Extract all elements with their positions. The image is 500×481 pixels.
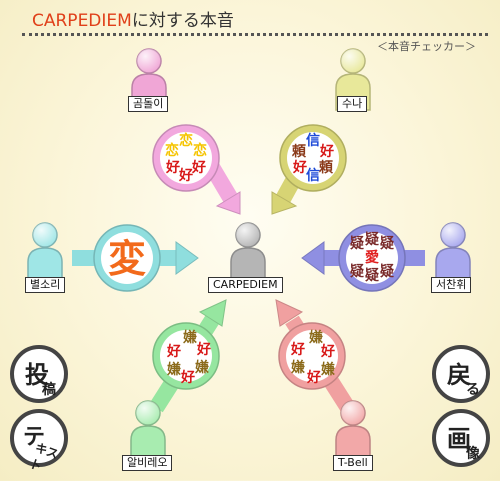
feeling-word: 嫌 bbox=[167, 361, 181, 378]
feeling-word: 疑 bbox=[365, 232, 379, 248]
person-left-body bbox=[27, 247, 63, 285]
feeling-word: 疑 bbox=[365, 268, 379, 284]
feeling-word: 疑 bbox=[380, 236, 394, 252]
back-button-sub: る bbox=[466, 382, 480, 398]
feeling-word: 嫌 bbox=[309, 329, 323, 346]
feeling-badge-bottom-left: 嫌好好嫌嫌好 bbox=[152, 322, 220, 390]
feeling-word: 恋 bbox=[165, 142, 179, 159]
feeling-word: 疑 bbox=[350, 236, 364, 252]
person-right-body bbox=[435, 247, 471, 285]
image-button-main: 画 bbox=[447, 425, 471, 453]
feeling-badge-top-right: 信好頼好頼信 bbox=[279, 124, 347, 192]
feeling-word: 好 bbox=[191, 159, 206, 176]
feeling-word: 頼 bbox=[292, 143, 307, 160]
feeling-word: 恋 bbox=[193, 142, 207, 159]
feeling-badge-left: 変 bbox=[93, 224, 161, 292]
person-center-body bbox=[230, 247, 266, 285]
page-title: CARPEDIEMに対する本音 bbox=[32, 6, 234, 31]
person-bottom-right-body bbox=[335, 425, 371, 463]
title-brand: CARPEDIEM bbox=[32, 11, 132, 31]
person-icon-bottom-right bbox=[335, 400, 371, 463]
user-label-bottom-right[interactable]: T-Bell bbox=[333, 455, 373, 471]
text-button[interactable]: テ キスト bbox=[10, 409, 68, 474]
post-button-sub: 稿 bbox=[42, 382, 56, 398]
feeling-word: 好 bbox=[166, 343, 181, 360]
feeling-word-big: 変 bbox=[108, 237, 146, 281]
feeling-word: 好 bbox=[306, 369, 321, 386]
image-button-sub: 像 bbox=[466, 446, 480, 462]
user-label-top-left[interactable]: 곰돌이 bbox=[128, 96, 169, 112]
feeling-word: 嫌 bbox=[183, 329, 197, 346]
post-button[interactable]: 投 稿 bbox=[10, 345, 68, 403]
feeling-word: 好 bbox=[292, 159, 307, 176]
back-button-main: 戻 bbox=[447, 361, 471, 389]
back-button[interactable]: 戻 る bbox=[432, 345, 490, 403]
feeling-word: 嫌 bbox=[291, 359, 305, 376]
feeling-word: 好 bbox=[290, 341, 305, 358]
feeling-word: 疑 bbox=[380, 264, 394, 280]
feeling-word: 好 bbox=[319, 143, 334, 160]
feeling-word: 信 bbox=[306, 132, 320, 149]
title-suffix: に対する本音 bbox=[131, 11, 234, 31]
feeling-word: 愛 bbox=[365, 249, 379, 266]
feeling-word: 好 bbox=[165, 159, 180, 176]
user-label-right[interactable]: 서찬휘 bbox=[431, 277, 472, 293]
checker-subtitle: ＜本音チェッカー＞ bbox=[377, 40, 476, 53]
feeling-word: 好 bbox=[196, 341, 211, 358]
feeling-word: 頼 bbox=[319, 159, 334, 176]
feeling-badge-right: 疑疑疑愛疑疑疑 bbox=[338, 224, 406, 292]
feeling-word: 好 bbox=[180, 369, 195, 386]
image-button[interactable]: 画 像 bbox=[432, 409, 490, 467]
feeling-word: 好 bbox=[320, 343, 335, 360]
user-label-left[interactable]: 별소리 bbox=[25, 277, 66, 293]
feeling-word: 疑 bbox=[350, 264, 364, 280]
user-label-center[interactable]: CARPEDIEM bbox=[208, 277, 283, 293]
user-label-top-right[interactable]: 수나 bbox=[337, 96, 368, 112]
person-icon-bottom-left bbox=[130, 400, 166, 463]
feeling-badge-top-left: 恋恋恋好好好 bbox=[152, 124, 220, 192]
feeling-word: 好 bbox=[178, 167, 193, 184]
person-icon-right bbox=[435, 222, 471, 285]
feeling-badge-bottom-right: 嫌好好嫌嫌好 bbox=[278, 322, 346, 390]
title-divider bbox=[22, 33, 488, 36]
feeling-word: 嫌 bbox=[195, 359, 209, 376]
person-bottom-left-body bbox=[130, 425, 166, 463]
text-button-main: テ bbox=[23, 425, 46, 450]
post-button-main: 投 bbox=[25, 361, 49, 389]
feeling-word: 恋 bbox=[179, 132, 193, 149]
feeling-word: 嫌 bbox=[321, 361, 335, 378]
feeling-word: 信 bbox=[306, 167, 320, 184]
user-label-bottom-left[interactable]: 알비레오 bbox=[122, 455, 173, 471]
person-icon-left bbox=[27, 222, 63, 285]
person-icon-center bbox=[230, 222, 266, 285]
